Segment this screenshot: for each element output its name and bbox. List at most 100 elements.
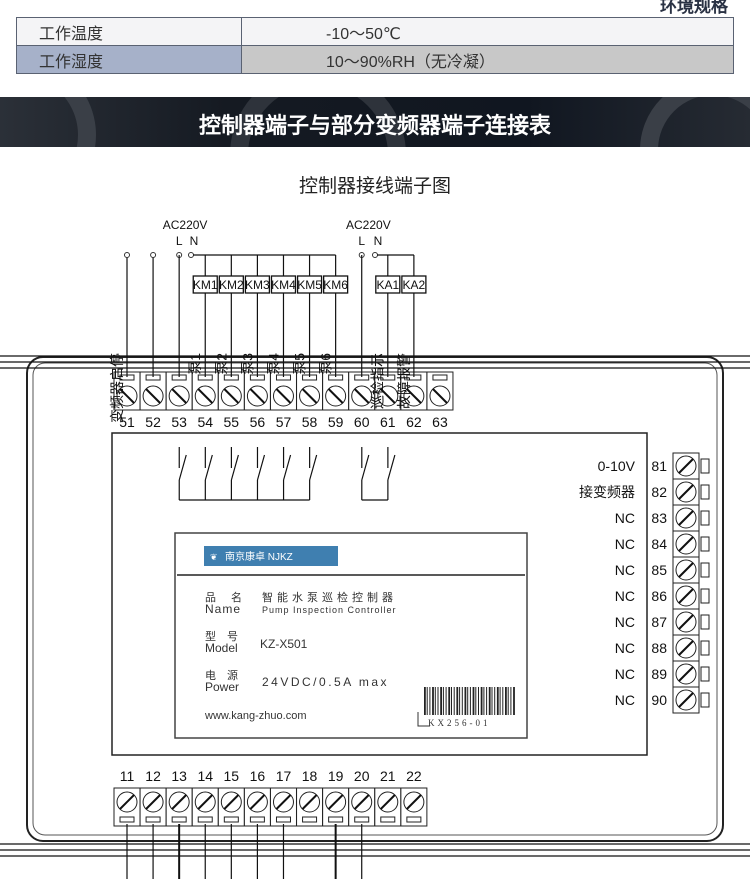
terminal-slot bbox=[223, 816, 239, 823]
terminal-point bbox=[372, 252, 378, 258]
terminal-function-label: 故障报警 bbox=[396, 353, 412, 409]
screw-slot bbox=[678, 666, 694, 682]
screw-slot bbox=[678, 458, 694, 474]
switch-contact bbox=[256, 454, 266, 481]
relay-label: KA2 bbox=[403, 278, 426, 292]
barcode-bar bbox=[432, 687, 434, 715]
barcode-bar bbox=[456, 687, 459, 715]
brand-logo-icon: ❦ bbox=[210, 552, 218, 562]
power-label-cn: 电 源 bbox=[205, 668, 238, 682]
barcode-bar bbox=[491, 687, 493, 715]
barcode-bar bbox=[475, 687, 477, 715]
relay-box bbox=[218, 275, 244, 294]
terminal-function-label: NC bbox=[615, 562, 635, 578]
screw-slot bbox=[380, 794, 396, 810]
table-row: 工作温度-10～50℃ bbox=[16, 17, 734, 46]
model-value: KZ-X501 bbox=[260, 637, 308, 651]
terminal-number: 51 bbox=[119, 414, 135, 430]
terminal-function-label: 泵6 bbox=[318, 353, 334, 375]
relay-label: KA1 bbox=[376, 278, 399, 292]
screw-slot bbox=[678, 692, 694, 708]
switch-contact bbox=[230, 454, 239, 481]
terminal-number: 62 bbox=[406, 414, 422, 430]
relay-box bbox=[296, 275, 323, 294]
terminal-number: 88 bbox=[651, 640, 667, 656]
barcode-bar bbox=[442, 687, 444, 715]
barcode-bar bbox=[472, 687, 475, 715]
barcode-bar bbox=[429, 687, 431, 715]
barcode-bar bbox=[502, 687, 504, 715]
switch-contact bbox=[282, 454, 292, 481]
terminal-function-label: 泵5 bbox=[292, 353, 308, 375]
barcode-bar bbox=[426, 687, 428, 715]
barcode-bar bbox=[483, 687, 485, 715]
terminal-slot bbox=[302, 816, 318, 823]
terminal-function-label: NC bbox=[615, 510, 635, 526]
barcode-bar bbox=[478, 687, 479, 715]
barcode-bar bbox=[453, 687, 455, 715]
terminal-slot bbox=[700, 536, 710, 552]
barcode-bar bbox=[510, 687, 512, 715]
terminal-number: 12 bbox=[145, 768, 161, 784]
row-value: 10～90%RH（无冷凝） bbox=[241, 45, 734, 74]
screw-slot bbox=[678, 510, 694, 526]
relay-box bbox=[270, 275, 297, 294]
screw-slot bbox=[406, 794, 422, 810]
terminal-number: 19 bbox=[328, 768, 344, 784]
terminal-number: 59 bbox=[328, 414, 344, 430]
screw-slot bbox=[223, 388, 240, 404]
model-label-en: Model bbox=[205, 641, 238, 655]
screw-slot bbox=[275, 794, 292, 810]
row-value: -10～50℃ bbox=[241, 17, 734, 46]
terminal-slot bbox=[700, 562, 710, 578]
model-label-cn: 型 号 bbox=[205, 629, 238, 643]
power-value: 24VDC/0.5A max bbox=[262, 675, 389, 689]
barcode-bar bbox=[499, 687, 501, 715]
power-label: AC220V bbox=[346, 218, 391, 232]
terminal-slot bbox=[700, 458, 710, 474]
terminal-slot bbox=[700, 510, 710, 526]
terminal-slot bbox=[249, 816, 265, 823]
terminal-number: 54 bbox=[197, 414, 213, 430]
screw-slot bbox=[301, 388, 318, 404]
relay-box bbox=[375, 275, 401, 294]
barcode-text: KX256-01 bbox=[428, 718, 491, 728]
brand-name: 南京康卓 NJKZ bbox=[225, 550, 293, 563]
terminal-number: 63 bbox=[432, 414, 448, 430]
switch-contact bbox=[309, 454, 318, 481]
neutral-label: N bbox=[190, 234, 199, 248]
relay-label: KM2 bbox=[219, 278, 244, 292]
line-label: L bbox=[176, 234, 183, 248]
terminal-point bbox=[150, 252, 157, 258]
terminal-function-label: NC bbox=[615, 666, 635, 682]
terminal-number: 55 bbox=[224, 414, 240, 430]
barcode-bar bbox=[469, 687, 471, 715]
terminal-number: 13 bbox=[171, 768, 187, 784]
relay-box bbox=[192, 275, 218, 294]
screw-slot bbox=[171, 794, 187, 810]
screw-slot bbox=[171, 388, 187, 404]
screw-slot bbox=[678, 614, 694, 630]
terminal-number: 83 bbox=[651, 510, 667, 526]
product-name-cn: 智能水泵巡检控制器 bbox=[262, 590, 397, 604]
screw-slot bbox=[406, 388, 422, 404]
relay-box bbox=[322, 275, 349, 294]
barcode-bar bbox=[451, 687, 452, 715]
screw-slot bbox=[249, 388, 266, 404]
row-label: 工作湿度 bbox=[16, 45, 242, 74]
barcode-bar bbox=[461, 687, 463, 715]
screw-slot bbox=[119, 388, 135, 404]
terminal-number: 60 bbox=[354, 414, 370, 430]
barcode-bar bbox=[437, 687, 439, 715]
terminal-number: 86 bbox=[651, 588, 667, 604]
terminal-function-label: 泵3 bbox=[239, 353, 255, 375]
device-housing-inner bbox=[32, 362, 718, 836]
switch-contact bbox=[178, 454, 187, 481]
screw-slot bbox=[354, 794, 370, 810]
barcode-bar bbox=[494, 687, 496, 715]
terminal-point bbox=[188, 252, 194, 258]
screw-slot bbox=[145, 794, 161, 810]
terminal-number: 85 bbox=[651, 562, 667, 578]
barcode-bracket bbox=[417, 712, 430, 727]
terminal-function-label: NC bbox=[615, 588, 635, 604]
